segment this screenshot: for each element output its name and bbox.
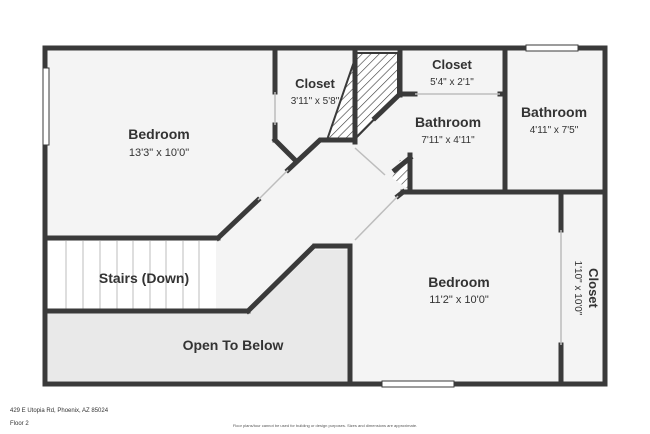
address-text: 429 E Utopia Rd, Phoenix, AZ 85024: [10, 408, 109, 414]
disclaimer-text: Floor plans/tour cannot be used for buil…: [232, 423, 418, 428]
closet-1-label: Closet: [295, 76, 335, 91]
closet-2-dims: 5'4" x 2'1": [430, 77, 474, 88]
windows: [42, 44, 579, 388]
bedroom-2-dims: 11'2" x 10'0": [429, 294, 489, 306]
stairs-area: [48, 241, 216, 311]
walls: [42, 45, 608, 387]
bathroom-1-label: Bathroom: [415, 114, 481, 130]
bathroom-2-dims: 4'11" x 7'5": [530, 125, 579, 136]
hatched-small: [392, 160, 410, 190]
floor-label: Floor 2: [10, 421, 29, 427]
closet-2-label: Closet: [432, 57, 472, 72]
bathroom-1-dims: 7'11" x 4'11": [421, 135, 475, 146]
open-to-below-label: Open To Below: [183, 337, 284, 353]
door-openings: [257, 92, 562, 345]
bedroom-2-label: Bedroom: [428, 274, 489, 290]
closet-3-label: Closet: [586, 268, 601, 308]
bedroom-1-dims: 13'3" x 10'0": [129, 147, 189, 159]
open-to-below-area: [48, 250, 350, 381]
stairs-label: Stairs (Down): [99, 270, 189, 286]
closet-1-dims: 3'11" x 5'8": [291, 96, 340, 107]
closet-3-dims: 1'10" x 10'0": [572, 261, 583, 316]
bedroom-1-label: Bedroom: [128, 126, 189, 142]
bathroom-2-label: Bathroom: [521, 104, 587, 120]
